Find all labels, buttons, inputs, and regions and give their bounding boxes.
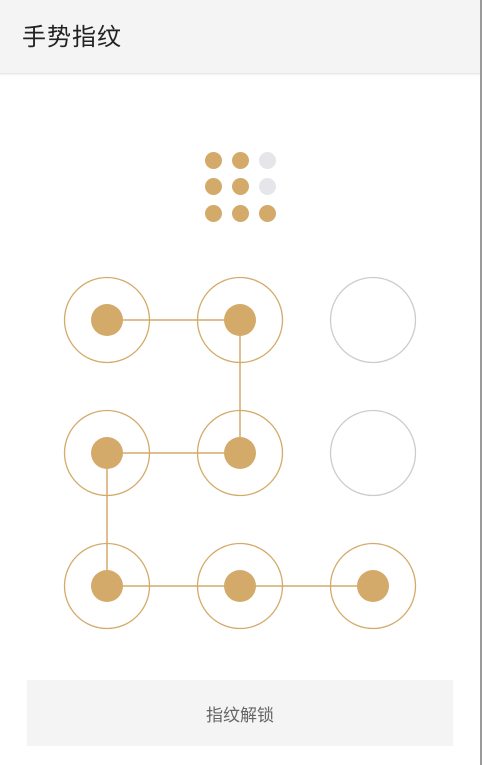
pattern-node[interactable] [196,409,284,497]
window-edge [480,0,482,765]
pattern-node[interactable] [196,276,284,364]
preview-dot [231,177,249,195]
pattern-node[interactable] [329,409,417,497]
app-header: 手势指纹 [0,0,480,74]
fingerprint-unlock-label: 指纹解锁 [206,705,274,726]
pattern-node[interactable] [63,409,151,497]
pattern-node-ring [63,276,151,364]
preview-dot [258,151,276,169]
pattern-node-dot [91,304,123,336]
pattern-node[interactable] [63,276,151,364]
pattern-node-ring [63,542,151,630]
pattern-node-ring [63,409,151,497]
pattern-node-dot [224,570,256,602]
preview-dot [258,204,276,222]
pattern-node-ring [196,276,284,364]
pattern-node-ring [329,542,417,630]
pattern-node[interactable] [329,276,417,364]
pattern-node-ring [196,542,284,630]
pattern-node[interactable] [196,542,284,630]
pattern-node-dot [357,570,389,602]
page-title: 手势指纹 [22,23,122,51]
pattern-node-ring [329,409,417,497]
preview-dot [231,204,249,222]
preview-dot [204,151,222,169]
pattern-node-ring [196,409,284,497]
pattern-node-dot [224,437,256,469]
pattern-node-dot [91,570,123,602]
pattern-node-dot [224,304,256,336]
pattern-node-dot [91,437,123,469]
preview-dot [204,204,222,222]
pattern-node[interactable] [329,542,417,630]
preview-dot [204,177,222,195]
pattern-node[interactable] [63,542,151,630]
fingerprint-unlock-button[interactable]: 指纹解锁 [27,680,453,746]
pattern-node-ring [329,276,417,364]
preview-dot [258,177,276,195]
preview-dot [231,151,249,169]
